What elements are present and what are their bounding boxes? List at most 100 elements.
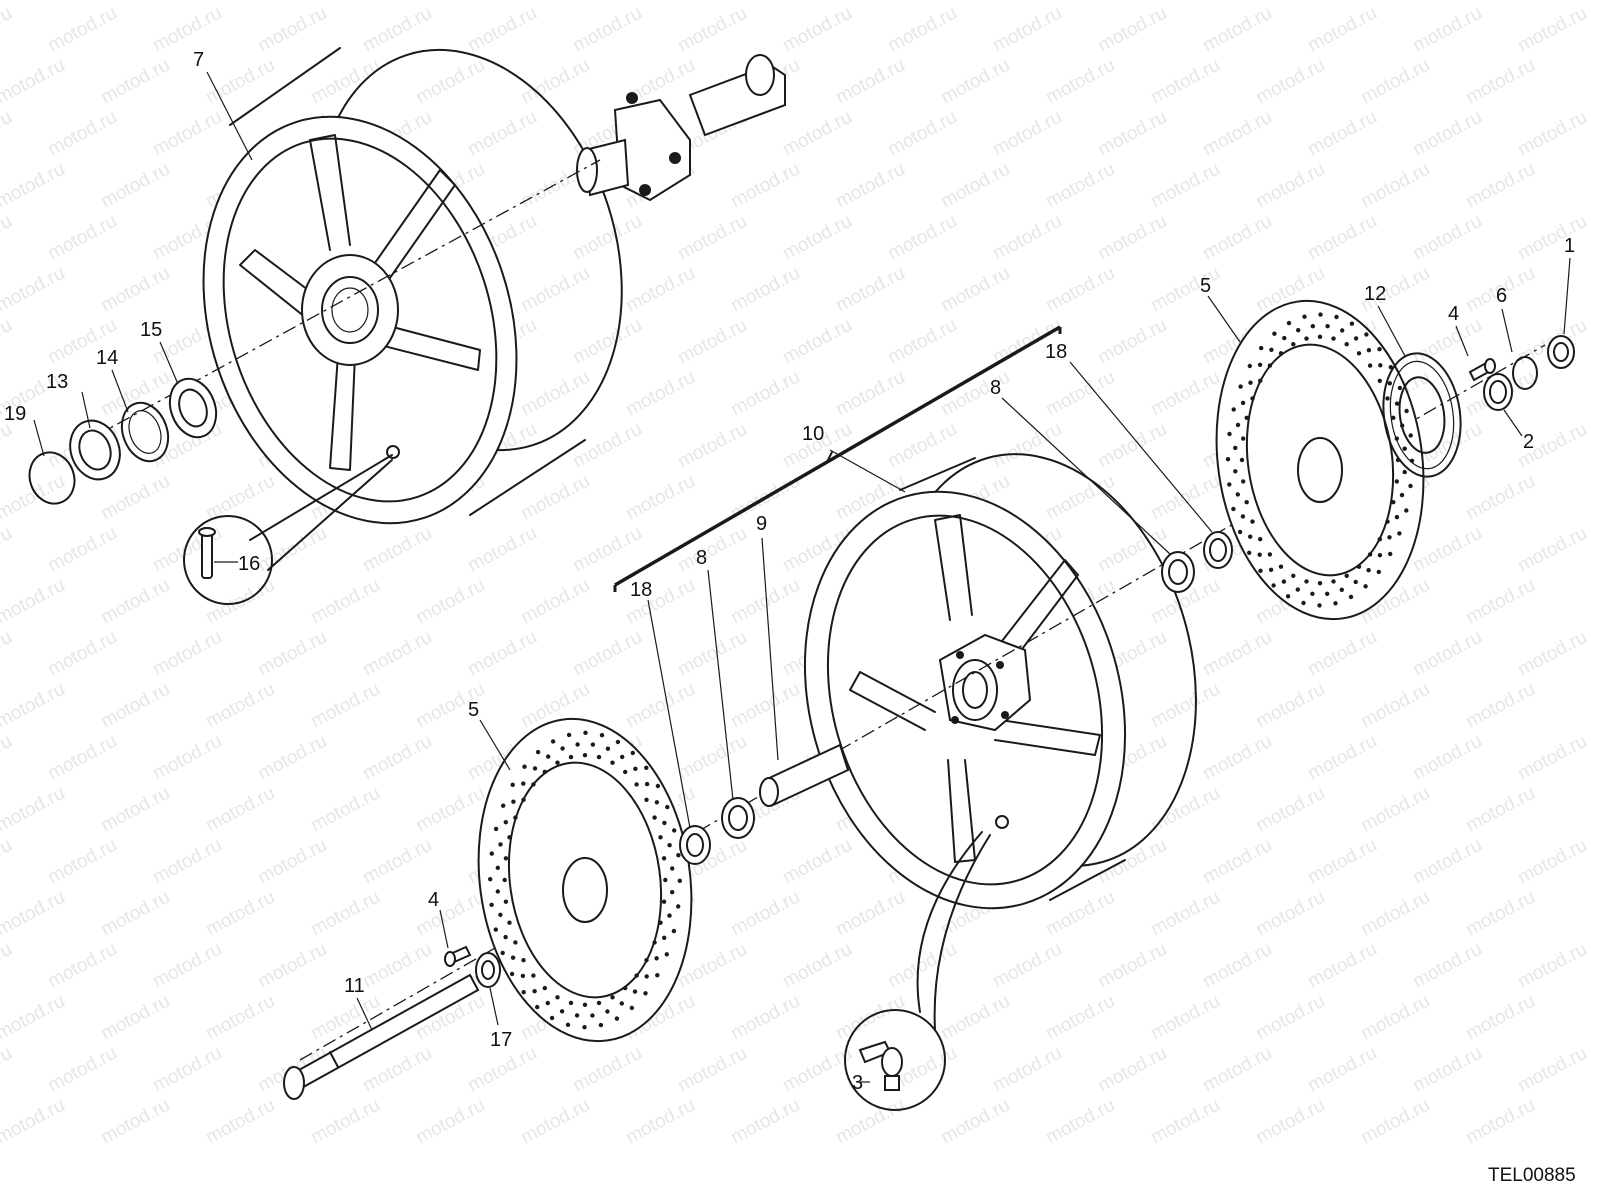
watermark-text: motod.ru [989, 939, 1065, 993]
watermark-text: motod.ru [1147, 471, 1223, 525]
watermark-text: motod.ru [0, 939, 16, 993]
disc-drill-hole [582, 753, 588, 758]
disc-drill-hole [1241, 479, 1246, 484]
disc-drill-hole [1237, 529, 1243, 535]
watermark-text: motod.ru [1094, 523, 1170, 577]
watermark-text: motod.ru [0, 315, 16, 369]
spacer-2 [1483, 373, 1513, 411]
watermark-text: motod.ru [1147, 1095, 1223, 1149]
watermark-text: motod.ru [727, 679, 803, 733]
disc-drill-hole [1366, 568, 1371, 573]
watermark-text: motod.ru [884, 3, 960, 57]
disc-drill-hole [1269, 347, 1274, 352]
watermark-text: motod.ru [1409, 627, 1485, 681]
watermark-text: motod.ru [569, 1043, 645, 1097]
disc-drill-hole [652, 815, 657, 820]
disc-drill-hole [671, 928, 677, 934]
watermark-text: motod.ru [622, 367, 698, 421]
watermark-text: motod.ru [149, 1043, 225, 1097]
watermark-text: motod.ru [412, 55, 488, 109]
disc-drill-hole [633, 766, 638, 771]
disc-drill-hole [1250, 519, 1255, 524]
spacer-17 [475, 952, 501, 988]
watermark-text: motod.ru [779, 107, 855, 161]
watermark-text: motod.ru [1252, 55, 1328, 109]
disc-drill-hole [1363, 584, 1368, 589]
watermark-text: motod.ru [0, 419, 16, 473]
disc-drill-hole [1377, 347, 1382, 352]
disc-drill-hole [1404, 408, 1409, 414]
disc-drill-hole [1399, 492, 1405, 498]
watermark-text: motod.ru [44, 523, 120, 577]
disc-drill-hole [1286, 320, 1292, 326]
watermark-text: motod.ru [412, 783, 488, 837]
watermark-text: motod.ru [0, 1095, 69, 1149]
watermark-text: motod.ru [0, 0, 69, 4]
disc-drill-hole [531, 782, 536, 787]
brake-disc-5-right [1215, 299, 1425, 621]
watermark-text: motod.ru [1514, 1043, 1590, 1097]
disc-drill-hole [535, 749, 541, 755]
watermark-text: motod.ru [44, 107, 120, 161]
disc-drill-hole [1394, 401, 1400, 406]
watermark-text: motod.ru [254, 939, 330, 993]
disc-drill-hole [1227, 431, 1232, 437]
watermark-text: motod.ru [1304, 731, 1380, 785]
disc-drill-hole [1225, 457, 1231, 462]
disc-drill-hole [1310, 324, 1316, 329]
watermark-text: motod.ru [149, 731, 225, 785]
o-ring-6 [1512, 356, 1538, 390]
disc-drill-hole [1267, 552, 1273, 557]
watermark-text: motod.ru [884, 419, 960, 473]
watermark-text: motod.ru [937, 991, 1013, 1045]
disc-drill-hole [620, 754, 625, 760]
disc-drill-hole [1285, 594, 1291, 599]
disc-drill-hole [677, 878, 682, 883]
watermark-text: motod.ru [97, 55, 173, 109]
watermark-text: motod.ru [464, 523, 540, 577]
disc-drill-hole [574, 1013, 580, 1018]
rear-wheel-rim [202, 47, 623, 525]
disc-drill-hole [676, 853, 681, 858]
disc-drill-hole [555, 995, 560, 1000]
spacer-9 [759, 743, 850, 807]
watermark-text: motod.ru [1409, 939, 1485, 993]
callout-9: 9 [756, 513, 767, 535]
watermark-text: motod.ru [517, 575, 593, 629]
disc-drill-hole [521, 958, 526, 963]
callout-12: 12 [1364, 283, 1386, 305]
disc-drill-hole [488, 877, 493, 882]
disc-drill-hole [532, 766, 538, 771]
watermark-text: motod.ru [517, 1095, 593, 1149]
watermark-text: motod.ru [149, 939, 225, 993]
disc-drill-hole [590, 742, 596, 747]
watermark-text: motod.ru [1094, 211, 1170, 265]
disc-drill-hole [559, 1009, 565, 1014]
disc-drill-hole [1240, 400, 1246, 406]
disc-drill-hole [489, 851, 494, 856]
watermark-text: motod.ru [254, 3, 330, 57]
watermark-text: motod.ru [1094, 107, 1170, 161]
watermark-text: motod.ru [1094, 3, 1170, 57]
watermark-text: motod.ru [1199, 211, 1275, 265]
disc-drill-hole [1344, 573, 1349, 578]
disc-drill-hole [1378, 363, 1383, 368]
disc-drill-hole [634, 973, 639, 978]
watermark-text: motod.ru [1462, 159, 1538, 213]
disc-drill-hole [1394, 479, 1400, 484]
disc-drill-hole [1391, 500, 1396, 505]
watermark-text: motod.ru [1304, 107, 1380, 161]
disc-drill-hole [1278, 351, 1284, 356]
watermark-text: motod.ru [937, 55, 1013, 109]
disc-drill-hole [498, 912, 503, 917]
watermark-text: motod.ru [464, 107, 540, 161]
disc-drill-hole [1397, 385, 1403, 391]
watermark-text: motod.ru [97, 471, 173, 525]
disc-drill-hole [1340, 328, 1345, 333]
tone-wheel-12 [1382, 352, 1462, 478]
disc-drill-hole [1304, 579, 1309, 584]
bearing-8-right [1161, 551, 1195, 593]
watermark-text: motod.ru [307, 1095, 383, 1149]
disc-drill-hole [1247, 363, 1253, 369]
callout-8-right: 8 [990, 377, 1001, 399]
